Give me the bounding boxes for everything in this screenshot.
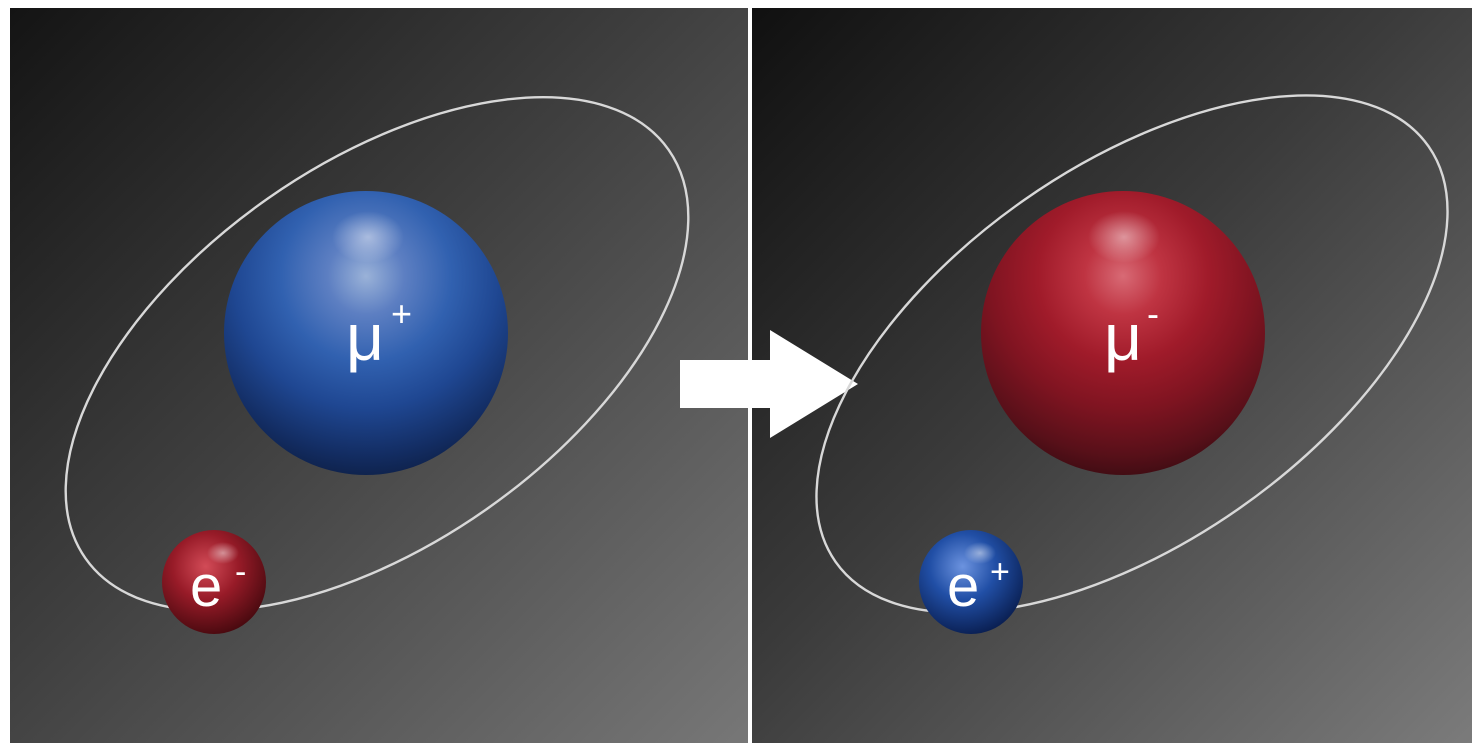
- right-orbit-ring: [815, 94, 1449, 614]
- right-positron-charge: +: [990, 553, 1010, 591]
- right-arrow-icon: [680, 330, 858, 438]
- right-muon-charge: -: [1147, 293, 1159, 334]
- right-positron-highlight: [964, 542, 996, 564]
- left-muon-sphere: [224, 191, 508, 475]
- left-electron-symbol: e: [190, 554, 222, 619]
- left-orbit-ring: [64, 96, 690, 612]
- right-positron-symbol: e: [947, 554, 979, 619]
- right-muon-sphere: [981, 191, 1265, 475]
- left-muon-symbol: μ: [346, 300, 384, 374]
- left-electron-sphere: [162, 530, 266, 634]
- left-muon-charge: +: [391, 293, 412, 334]
- left-muon-highlight: [332, 211, 404, 263]
- left-electron-charge: -: [235, 553, 246, 591]
- right-muon-symbol: μ: [1104, 300, 1142, 374]
- right-positron-sphere: [919, 530, 1023, 634]
- right-muon-highlight: [1088, 211, 1160, 263]
- left-electron-highlight: [207, 542, 239, 564]
